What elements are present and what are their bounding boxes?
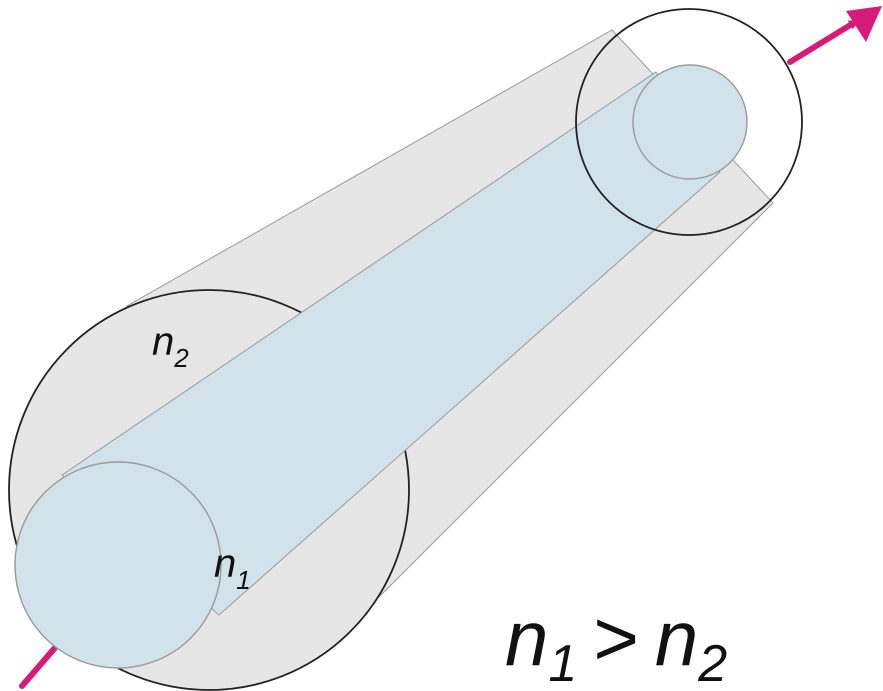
core-front-face: [14, 461, 222, 669]
cladding-label: n2: [152, 320, 189, 373]
refractive-index-condition: n1>n2: [505, 594, 727, 691]
cladding-back-face: [575, 8, 803, 236]
core-label: n1: [214, 542, 251, 595]
core-back-face: [632, 64, 748, 180]
outgoing-ray: [787, 19, 859, 65]
arrowhead-icon: [846, 6, 882, 42]
